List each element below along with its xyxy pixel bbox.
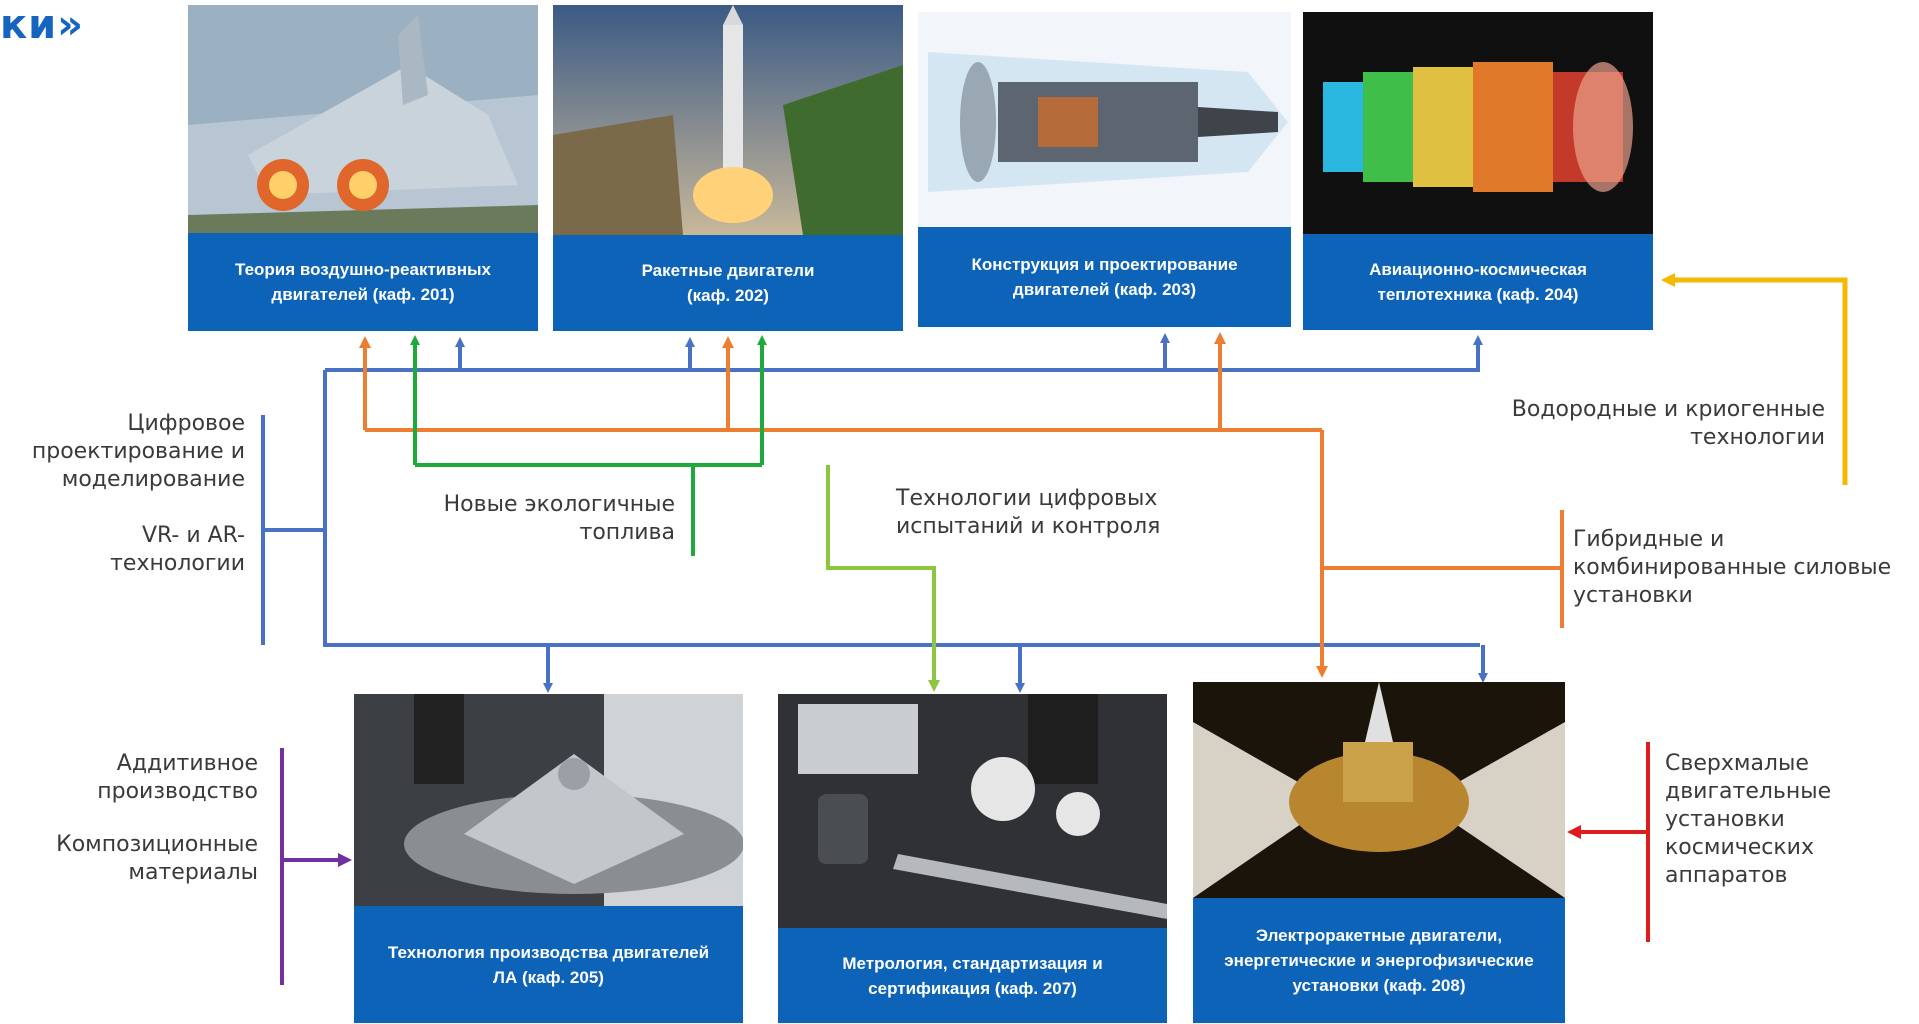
label-hydrogen: Водородные и криогенные технологии (1511, 397, 1825, 450)
card-kaf-205: Технология производства двигателей ЛА (к… (354, 694, 743, 1023)
label-digital-design: Цифровое проектирование и моделирование (31, 411, 245, 492)
card-kaf-204: Авиационно-космическая теплотехника (каф… (1303, 12, 1653, 330)
turbofan-cutaway-image (918, 12, 1291, 227)
fighter-jet-image (188, 5, 538, 233)
label-vr-ar: VR- и AR- технологии (110, 523, 245, 576)
label-digital-testing: Технологии цифровых испытаний и контроля (896, 486, 1161, 539)
card-kaf-208: Электроракетные двигатели, энергетически… (1193, 682, 1565, 1023)
impeller-milling-image (354, 694, 743, 906)
card-kaf-204-caption: Авиационно-космическая теплотехника (каф… (1303, 234, 1653, 330)
electric-thruster-image (1193, 682, 1565, 898)
label-composite: Композиционные материалы (56, 832, 258, 885)
card-kaf-207: Метрология, стандартизация и сертификаци… (778, 694, 1167, 1023)
card-kaf-205-caption: Технология производства двигателей ЛА (к… (354, 906, 743, 1023)
card-kaf-202: Ракетные двигатели (каф. 202) (553, 5, 903, 331)
card-kaf-208-caption: Электроракетные двигатели, энергетически… (1193, 898, 1565, 1023)
measuring-instruments-image (778, 694, 1167, 928)
card-kaf-201-caption: Теория воздушно-реактивных двигателей (к… (188, 233, 538, 331)
page-title-fragment: ки» (0, 2, 85, 48)
card-kaf-207-caption: Метрология, стандартизация и сертификаци… (778, 928, 1167, 1023)
label-micro-propulsion: Сверхмалые двигательные установки космич… (1665, 751, 1832, 888)
label-additive: Аддитивное производство (97, 751, 258, 804)
engine-thermal-image (1303, 12, 1653, 234)
card-kaf-201: Теория воздушно-реактивных двигателей (к… (188, 5, 538, 331)
rocket-launch-image (553, 5, 903, 235)
label-eco-fuels: Новые экологичные топлива (443, 492, 675, 545)
card-kaf-203-caption: Конструкция и проектирование двигателей … (918, 227, 1291, 327)
card-kaf-203: Конструкция и проектирование двигателей … (918, 12, 1291, 327)
card-kaf-202-caption: Ракетные двигатели (каф. 202) (553, 235, 903, 331)
label-hybrid: Гибридные и комбинированные силовые уста… (1573, 527, 1892, 608)
